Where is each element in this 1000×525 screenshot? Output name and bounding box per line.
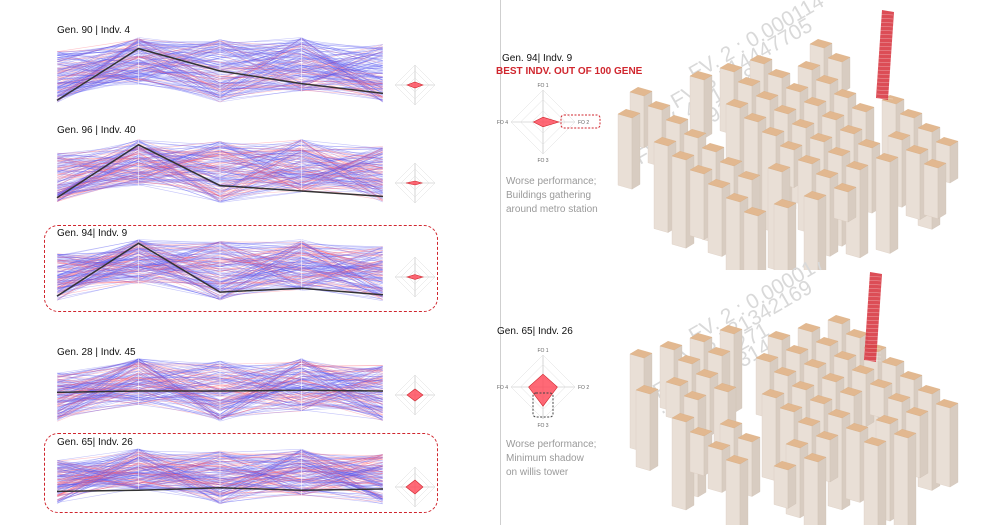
radar-axis-label: FO 4 xyxy=(497,385,508,391)
bottom-note-line-1: Worse performance; xyxy=(506,439,597,450)
top-note: Worse performance; Buildings gathering a… xyxy=(506,175,598,217)
bottom-note-line-2: Minimum shadow xyxy=(506,453,584,464)
top-radar: FO 1 FO 2 FO 3 FO 4 xyxy=(497,83,601,164)
selected-individual-line xyxy=(56,143,384,199)
radar-axis-label: FO 4 xyxy=(497,120,508,126)
highlight-box-indv-9 xyxy=(44,225,438,312)
panel-4-plot xyxy=(56,357,384,425)
panel-5-radar xyxy=(394,466,436,508)
selected-individual-line xyxy=(56,389,384,394)
selected-individual-line xyxy=(56,487,384,493)
willis-tower xyxy=(864,272,882,362)
center-divider xyxy=(500,0,501,525)
panel-1-plot xyxy=(56,36,384,106)
panel-5-plot xyxy=(56,447,384,507)
selected-individual-line xyxy=(56,47,384,102)
radar-axis-label: FO 2 xyxy=(578,120,589,126)
radar-shape xyxy=(406,388,424,402)
bottom-note: Worse performance; Minimum shadow on wil… xyxy=(506,438,596,480)
panel-1-radar xyxy=(394,64,436,106)
top-note-line-3: around metro station xyxy=(506,204,598,215)
panel-4-label: Gen. 28 | Indv. 45 xyxy=(57,347,136,358)
radar-axis-label: FO 3 xyxy=(537,423,548,429)
bottom-radar: FO 1 FO 2 FO 3 FO 4 xyxy=(497,348,589,429)
radar-shape xyxy=(405,274,425,280)
radar-shape xyxy=(532,116,561,128)
radar-shape xyxy=(528,373,558,407)
panel-2-radar xyxy=(394,162,436,204)
panel-3-label: Gen. 94| Indv. 9 xyxy=(57,228,128,239)
top-note-line-1: Worse performance; xyxy=(506,176,597,187)
top-label: Gen. 94| Indv. 9 xyxy=(502,53,573,64)
top-note-line-2: Buildings gathering xyxy=(506,190,592,201)
panel-3-plot xyxy=(56,238,384,304)
panel-1-label: Gen. 90 | Indv. 4 xyxy=(57,25,131,36)
highlight-box-indv-26 xyxy=(44,433,438,513)
radar-axis-label: FO 1 xyxy=(537,348,548,354)
panel-3-radar xyxy=(394,256,436,298)
panel-4-radar xyxy=(394,374,436,416)
radar-axis-label: FO 1 xyxy=(537,83,548,89)
top-city-model: FV. 5 : 2.917707FV. 4 : 1.1183FV. 3 : 14… xyxy=(617,0,959,270)
best-indv-title: BEST INDV. OUT OF 100 GENE xyxy=(496,66,643,77)
panel-2-label: Gen. 96 | Indv. 40 xyxy=(57,125,136,136)
radar-highlight xyxy=(532,392,554,418)
radar-axis-label: FO 3 xyxy=(537,158,548,164)
radar-shape xyxy=(405,479,424,495)
radar-shape xyxy=(405,180,424,186)
radar-shape xyxy=(406,81,424,89)
bottom-note-line-3: on willis tower xyxy=(506,467,569,478)
radar-axis-label: FO 2 xyxy=(578,385,589,391)
panel-2-plot xyxy=(56,138,384,206)
panel-5-label: Gen. 65| Indv. 26 xyxy=(57,437,133,448)
bottom-label: Gen. 65| Indv. 26 xyxy=(497,326,573,337)
willis-tower xyxy=(876,10,894,100)
selected-individual-line xyxy=(56,242,384,297)
bottom-city-model: FV. 5 : 3.331314FV. 4 : 1.1271FV. 3 : 21… xyxy=(629,262,959,525)
